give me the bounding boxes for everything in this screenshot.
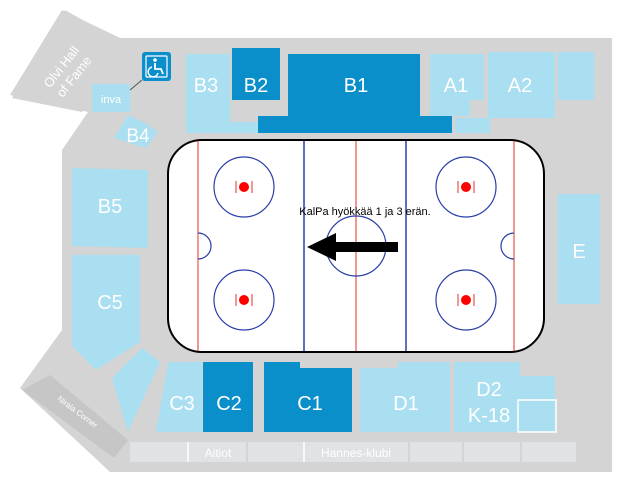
section-d1[interactable] (360, 362, 450, 432)
section-b5-label: B5 (98, 196, 122, 218)
faceoff-dot (239, 182, 249, 192)
section-b5[interactable] (72, 168, 148, 248)
section-c4[interactable] (112, 348, 160, 432)
section-b2[interactable] (232, 48, 280, 100)
section-d1-label: D1 (393, 393, 419, 415)
section-c2[interactable] (203, 362, 253, 432)
faceoff-dot (239, 295, 249, 305)
goal-crease-left (197, 232, 212, 260)
section-b1[interactable] (258, 54, 452, 133)
strip-block-5 (522, 442, 576, 462)
section-b1-label: B1 (344, 75, 368, 97)
section-a1-label: A1 (444, 75, 468, 97)
aitiot-label: Aitiot (205, 446, 232, 460)
goal-crease-right (500, 232, 515, 260)
section-k18-label: K-18 (468, 405, 510, 427)
section-inva-label: inva (101, 94, 122, 106)
section-c5-label: C5 (97, 292, 123, 314)
section-a1[interactable] (430, 54, 484, 116)
section-c2-label: C2 (216, 393, 242, 415)
faceoff-circle-top-right (435, 156, 497, 218)
faceoff-circle-bottom-right (435, 269, 497, 331)
faceoff-dot (461, 295, 471, 305)
section-inva[interactable] (92, 84, 130, 112)
hall-of-fame-block (12, 10, 118, 112)
section-b3-label: B3 (194, 75, 218, 97)
section-c3-label: C3 (169, 393, 195, 415)
nirala-corner-block (22, 375, 128, 458)
attack-direction-note: KalPa hyökkää 1 ja 3 erän. (299, 206, 430, 218)
wheelchair-icon (142, 52, 171, 81)
section-c3[interactable] (156, 362, 202, 432)
section-d2-label: D2 (476, 379, 502, 401)
section-b3[interactable] (186, 54, 258, 133)
section-b4-label: B4 (126, 126, 150, 147)
strip-block-4 (464, 442, 520, 462)
faceoff-dot (461, 182, 471, 192)
section-c1-label: C1 (297, 393, 323, 415)
section-c1[interactable] (264, 362, 352, 432)
inva-connector (129, 79, 143, 91)
section-a-extra[interactable] (558, 52, 594, 100)
section-d2-box[interactable] (517, 399, 557, 433)
hannes-klubi-label: Hannes-klubi (321, 446, 391, 460)
section-b4[interactable] (114, 115, 158, 148)
faceoff-circle-top-left (213, 156, 275, 218)
section-a2[interactable] (455, 52, 555, 133)
section-e-label: E (572, 241, 585, 263)
section-e[interactable] (558, 194, 600, 304)
faceoff-circle-bottom-left (213, 269, 275, 331)
section-c5[interactable] (72, 255, 140, 370)
attack-direction-arrow-icon (307, 233, 398, 261)
section-a2-label: A2 (508, 75, 532, 97)
hannes-klubi-strip[interactable] (248, 442, 408, 462)
ice-rink: KalPa hyökkää 1 ja 3 erän. (167, 139, 545, 353)
strip-block-3 (410, 442, 462, 462)
section-b2-label: B2 (244, 75, 268, 97)
